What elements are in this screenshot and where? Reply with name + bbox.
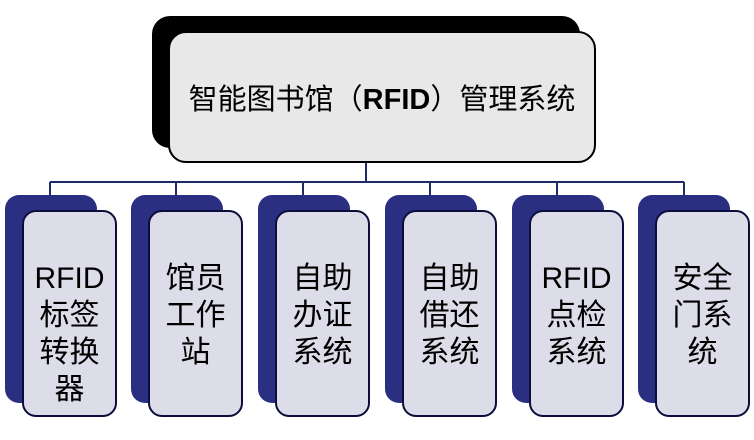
child-node-label: 馆员 工作 站 [150, 260, 241, 371]
child-node-label: 安全 门系 统 [657, 260, 748, 371]
child-label-line: 系统 [419, 335, 480, 370]
child-label-line: 系统 [292, 335, 353, 370]
child-node-label: RFID 标签 转换 器 [24, 260, 115, 408]
child-node-rfid-tag-converter: RFID 标签 转换 器 [5, 195, 117, 417]
root-title-suffix: ）管理系统 [430, 82, 576, 116]
child-node-rfid-inventory: RFID 点检 系统 [512, 195, 624, 417]
root-title-prefix: 智能图书馆（ [188, 82, 363, 116]
child-label-line: 标签 [39, 298, 100, 333]
child-label-line: 站 [180, 335, 211, 370]
child-label-line: 办证 [292, 298, 353, 333]
child-node-self-card-issuing: 自助 办证 系统 [258, 195, 370, 417]
child-node-box: 自助 办证 系统 [275, 210, 370, 417]
child-label-line: 系统 [546, 335, 607, 370]
child-node-label: RFID 点检 系统 [531, 260, 622, 371]
child-label-line: RFID [541, 262, 612, 295]
child-node-security-gate: 安全 门系 统 [638, 195, 750, 417]
child-node-librarian-workstation: 馆员 工作 站 [131, 195, 243, 417]
child-label-line: 门系 [672, 298, 733, 333]
root-title-rfid: RFID [362, 84, 431, 116]
child-node-box: RFID 点检 系统 [529, 210, 624, 417]
child-label-line: 安全 [672, 261, 733, 296]
child-node-box: 馆员 工作 站 [148, 210, 243, 417]
child-label-line: 点检 [546, 298, 607, 333]
child-node-box: 自助 借还 系统 [402, 210, 497, 417]
child-node-box: 安全 门系 统 [655, 210, 750, 417]
child-node-self-checkout: 自助 借还 系统 [385, 195, 497, 417]
child-label-line: 工作 [165, 298, 226, 333]
child-label-line: 器 [54, 372, 85, 407]
child-label-line: 转换 [39, 335, 100, 370]
child-label-line: 自助 [419, 261, 480, 296]
child-label-line: 统 [687, 335, 718, 370]
child-node-label: 自助 办证 系统 [277, 260, 368, 371]
child-label-line: 馆员 [165, 261, 226, 296]
child-label-line: RFID [34, 262, 105, 295]
child-label-line: 借还 [419, 298, 480, 333]
child-label-line: 自助 [292, 261, 353, 296]
child-node-label: 自助 借还 系统 [404, 260, 495, 371]
child-node-box: RFID 标签 转换 器 [22, 210, 117, 417]
root-node: 智能图书馆（RFID）管理系统 [168, 31, 596, 163]
root-node-title: 智能图书馆（RFID）管理系统 [189, 76, 576, 118]
